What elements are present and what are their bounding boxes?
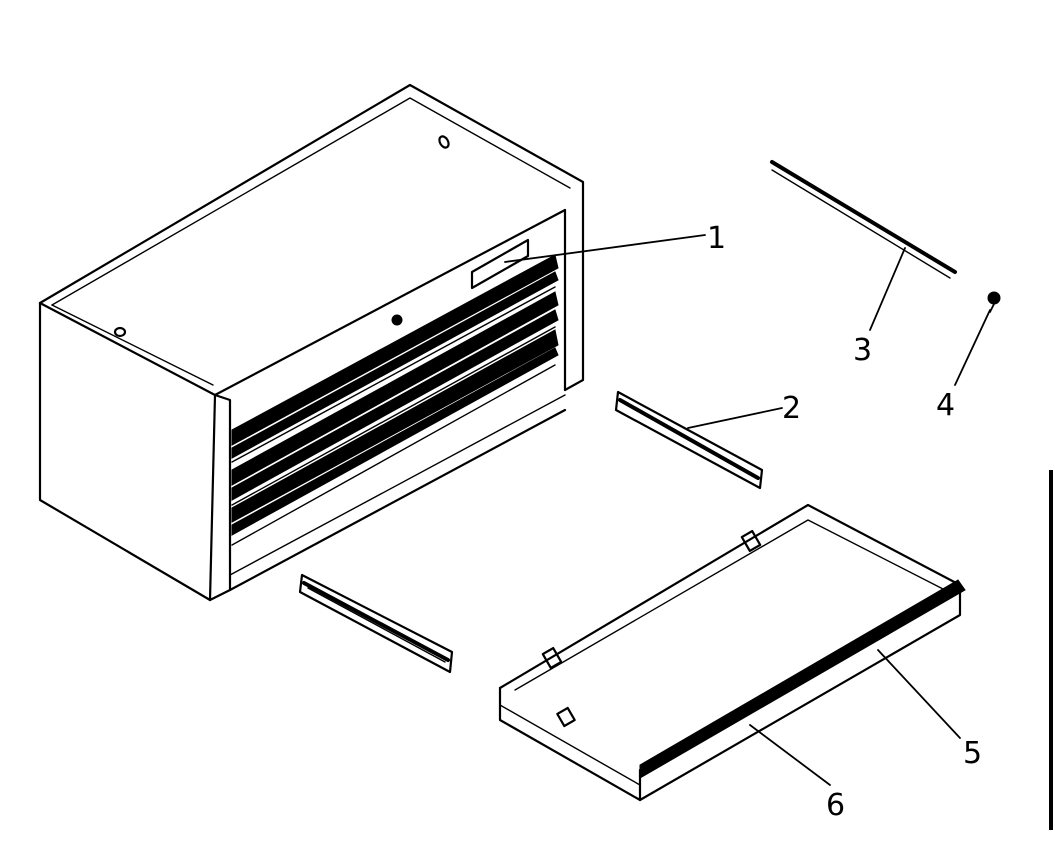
tool-chest (38, 83, 585, 602)
drawer-slide-right (614, 390, 764, 490)
callout-6: 6 (826, 788, 845, 823)
leader-lines (504, 234, 991, 786)
callout-4: 4 (936, 388, 955, 423)
hinge-rod (770, 160, 957, 279)
drawer (498, 503, 966, 802)
page-edge-line (1049, 470, 1053, 830)
callout-2: 2 (782, 391, 801, 426)
callout-5: 5 (963, 736, 982, 771)
callout-1: 1 (707, 221, 726, 256)
callout-3: 3 (853, 333, 872, 368)
screw (987, 291, 1001, 313)
drawer-slide-left (298, 573, 454, 674)
callout-numbers: 1 2 3 4 5 6 (707, 221, 982, 823)
